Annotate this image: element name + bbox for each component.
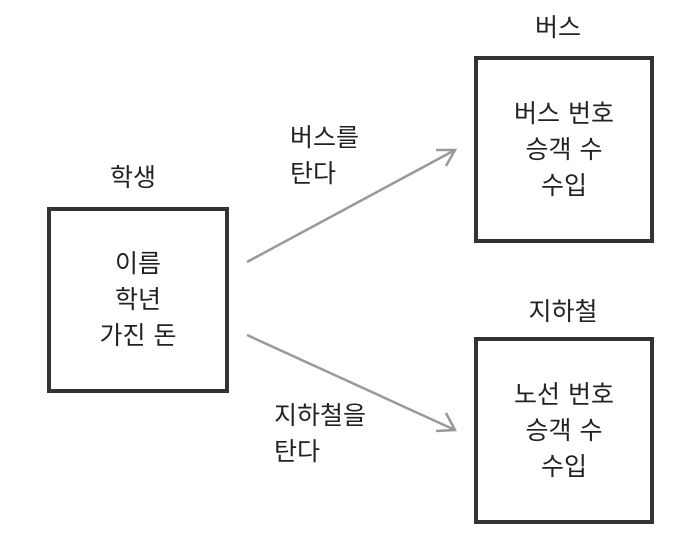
arrow-to-subway [246,333,456,432]
arrow-label-line: 버스를 [290,123,360,152]
subway-field: 수입 [540,451,587,481]
student-field: 이름 [114,249,161,278]
arrow-label-subway: 지하철을 탄다 [274,398,366,470]
arrow-label-line: 탄다 [290,159,337,188]
arrow-label-line: 지하철을 [274,401,367,430]
subway-field: 노선 번호 [514,379,614,409]
bus-title: 버스 [534,13,581,42]
arrow-label-line: 탄다 [274,437,321,466]
bus-field: 버스 번호 [514,98,614,128]
student-field: 학년 [114,285,161,314]
arrow-to-bus [246,148,456,264]
student-box: 이름 학년 가진 돈 [47,207,229,393]
bus-field: 수입 [540,170,587,200]
student-title: 학생 [109,163,156,192]
arrow-label-bus: 버스를 탄다 [290,120,359,192]
bus-box: 버스 번호 승객 수 수입 [474,56,654,243]
subway-box: 노선 번호 승객 수 수입 [474,337,654,524]
subway-field: 승객 수 [525,415,603,445]
student-field: 가진 돈 [99,321,177,350]
subway-title: 지하철 [528,297,598,326]
bus-field: 승객 수 [525,134,603,164]
